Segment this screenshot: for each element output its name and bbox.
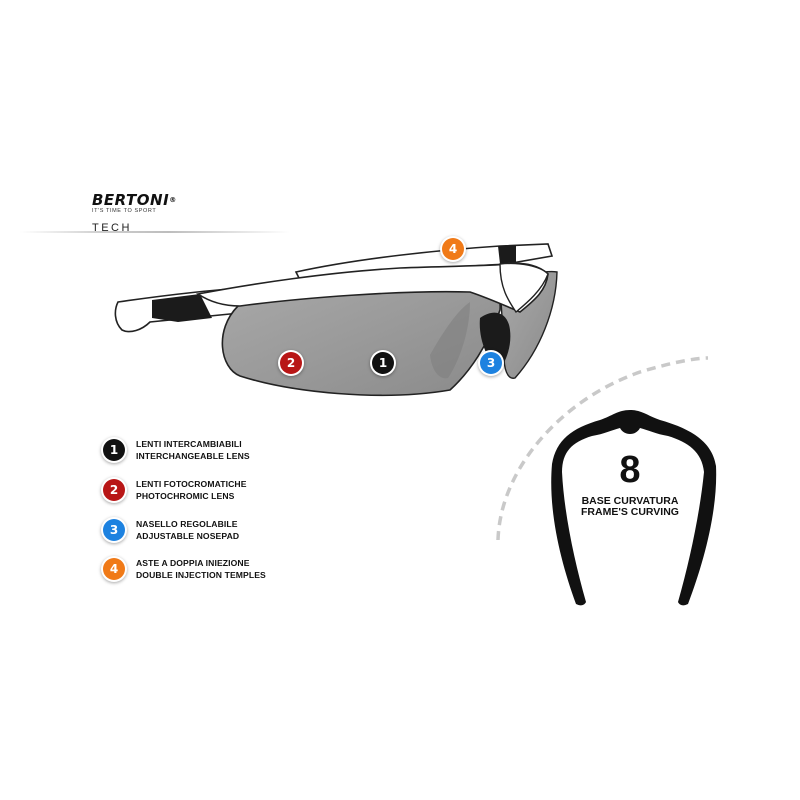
- legend-line-en-4: DOUBLE INJECTION TEMPLES: [136, 570, 266, 580]
- brand-tagline: IT'S TIME TO SPORT: [92, 208, 157, 214]
- legend-line-it-2: LENTI FOTOCROMATICHE: [136, 479, 247, 489]
- temple-rubber-front: [152, 294, 212, 322]
- callout-4-badge: 4: [442, 238, 464, 260]
- legend-line-en-3: ADJUSTABLE NOSEPAD: [136, 531, 240, 541]
- legend-badge-4: 4: [103, 558, 125, 580]
- legend-line-it-3: NASELLO REGOLABILE: [136, 519, 238, 529]
- nosepad: [479, 312, 511, 372]
- legend-item-2: 2 LENTI FOTOCROMATICHE PHOTOCHROMIC LENS: [103, 477, 363, 507]
- lens-reflection: [430, 302, 470, 379]
- curvature-label: BASE CURVATURA FRAME'S CURVING: [560, 496, 700, 518]
- brand-subtitle: TECH: [92, 222, 132, 234]
- legend-item-4: 4 ASTE A DOPPIA INIEZIONE DOUBLE INJECTI…: [103, 556, 363, 586]
- curvature-line-en: FRAME'S CURVING: [581, 506, 679, 518]
- brand-name: BERTONI: [92, 191, 170, 209]
- legend-item-1: 1 LENTI INTERCAMBIABILI INTERCHANGEABLE …: [103, 437, 363, 467]
- legend-line-en-1: INTERCHANGEABLE LENS: [136, 451, 250, 461]
- curvature-number: 8: [619, 449, 641, 491]
- curvature-line-it: BASE CURVATURA: [581, 495, 679, 507]
- legend-item-3: 3 NASELLO REGOLABILE ADJUSTABLE NOSEPAD: [103, 517, 363, 547]
- callout-2-badge: 2: [280, 352, 302, 374]
- callout-1-badge: 1: [372, 352, 394, 374]
- legend-badge-3: 3: [103, 519, 125, 541]
- brand-logo: BERTONI® IT'S TIME TO SPORT: [92, 193, 177, 215]
- brand-divider: [20, 231, 290, 233]
- legend-line-en-2: PHOTOCHROMIC LENS: [136, 491, 235, 501]
- top-frame: [195, 262, 549, 313]
- legend-badge-2: 2: [103, 479, 125, 501]
- callout-3-badge: 3: [480, 352, 502, 374]
- registered-mark: ®: [169, 196, 177, 204]
- temple-rubber-back: [498, 245, 516, 264]
- frame-bridge: [499, 262, 549, 314]
- legend-line-it-4: ASTE A DOPPIA INIEZIONE: [136, 558, 250, 568]
- legend-badge-1: 1: [103, 439, 125, 461]
- curvature-arc: [496, 356, 709, 541]
- legend-line-it-1: LENTI INTERCAMBIABILI: [136, 439, 242, 449]
